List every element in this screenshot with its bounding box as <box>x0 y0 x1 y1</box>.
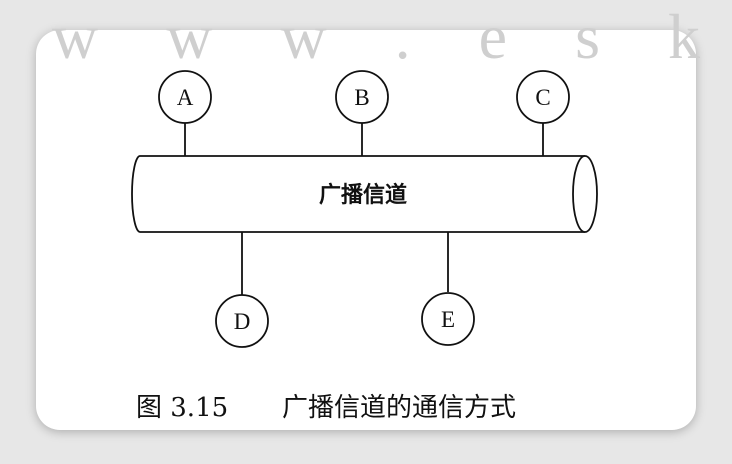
node-label: B <box>354 85 369 110</box>
node-label: C <box>535 85 550 110</box>
node-label: A <box>177 85 194 110</box>
node-b: B <box>335 70 389 124</box>
channel-label: 广播信道 <box>319 182 407 208</box>
node-label: D <box>234 309 251 334</box>
watermark-text: w w w . e s k a o y <box>52 1 732 72</box>
node-d: D <box>215 294 269 348</box>
node-c: C <box>516 70 570 124</box>
channel-cylinder: 广播信道 <box>131 155 598 233</box>
node-label: E <box>441 307 455 332</box>
figure-caption: 图 3.15 广播信道的通信方式 <box>136 393 516 423</box>
node-e: E <box>421 292 475 346</box>
figure-number: 图 3.15 <box>136 393 228 423</box>
caption-text: 广播信道的通信方式 <box>282 393 516 423</box>
node-a: A <box>158 70 212 124</box>
